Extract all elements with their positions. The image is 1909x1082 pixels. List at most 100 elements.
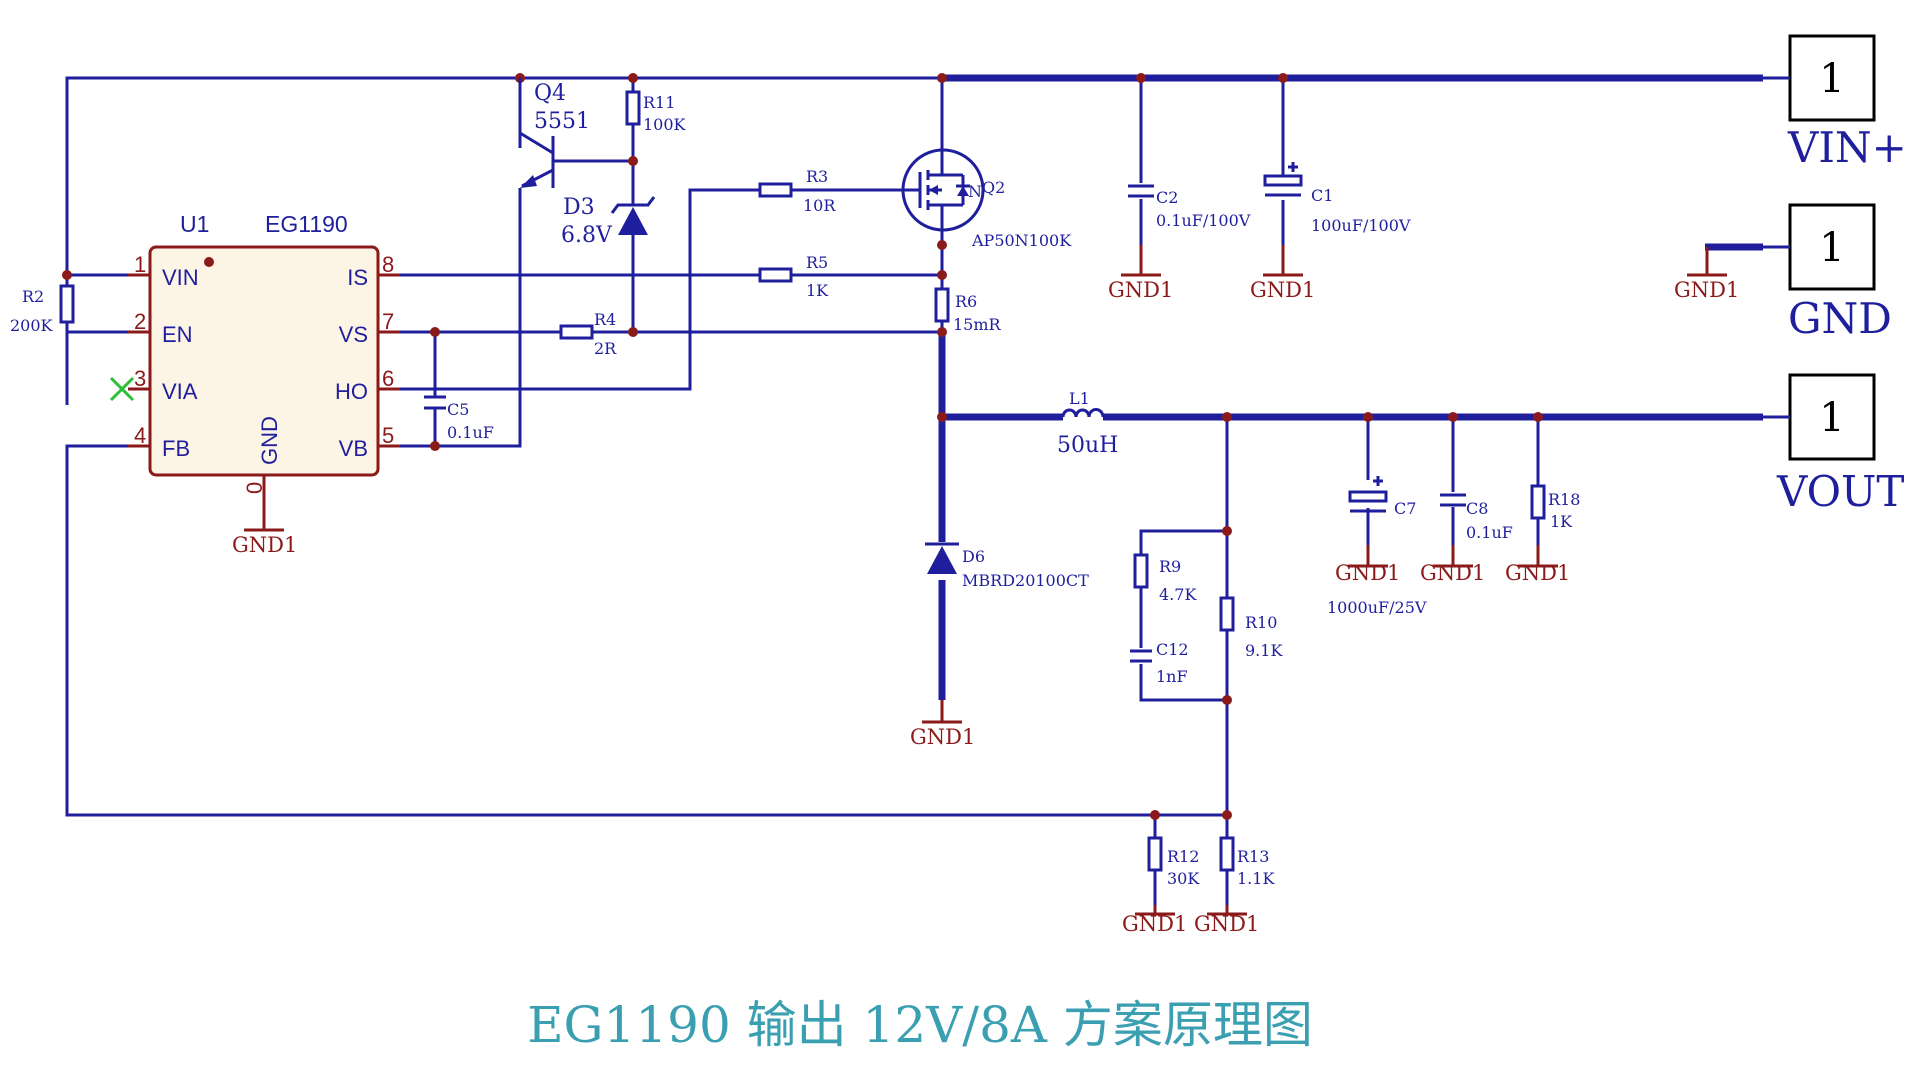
l1-ref: L1 <box>1069 389 1090 408</box>
pin-name: VIA <box>162 379 198 404</box>
pin-num: 2 <box>134 309 146 334</box>
c8-ref: C8 <box>1466 499 1488 518</box>
resistor-r10: R10 9.1K <box>1219 596 1283 660</box>
q2-ref: Q2 <box>982 178 1005 197</box>
mosfet-q2: N Q2 AP50N100K <box>901 148 1072 250</box>
port-pin: 1 <box>1819 225 1844 271</box>
ic-u1: U1 EG1190 1 2 3 4 VIN EN VIA FB 8 7 6 5 … <box>109 211 400 530</box>
capacitor-c12: C12 1nF <box>1130 640 1189 686</box>
pin1-marker <box>204 257 214 267</box>
capacitor-c8: C8 0.1uF <box>1440 493 1513 542</box>
port-name: VOUT <box>1776 467 1904 516</box>
c12-value: 1nF <box>1156 667 1188 686</box>
diagram-caption: EG1190 输出 12V/8A 方案原理图 <box>527 996 1313 1054</box>
resistor-r12: R12 30K <box>1147 836 1200 888</box>
ground-symbol: GND1 <box>1420 545 1485 585</box>
pin-name: VB <box>339 436 368 461</box>
c1-value: 100uF/100V <box>1311 216 1411 235</box>
pin-name: EN <box>162 322 193 347</box>
r11-value: 100K <box>643 115 687 134</box>
r10-value: 9.1K <box>1245 641 1283 660</box>
r4-ref: R4 <box>594 310 616 329</box>
ground-symbol: GND1 <box>1108 245 1173 302</box>
port-pin: 1 <box>1819 56 1844 102</box>
ground-symbol: GND1 <box>1122 905 1187 936</box>
ground-symbols: GND1 GND1 GND1 GND1 GND1 GND1 <box>232 245 1739 936</box>
resistor-r2: R2 200K <box>10 284 75 335</box>
r11-ref: R11 <box>643 93 675 112</box>
pin-num: 7 <box>382 309 394 334</box>
r9-ref: R9 <box>1159 557 1181 576</box>
port-vout: 1 VOUT <box>1776 373 1904 516</box>
r3-ref: R3 <box>806 167 828 186</box>
r12-value: 30K <box>1167 869 1200 888</box>
ground-symbol: GND1 <box>232 500 297 557</box>
ground-label: GND1 <box>232 533 297 557</box>
r3-value: 10R <box>803 196 836 215</box>
pin-num: 1 <box>134 252 146 277</box>
r12-ref: R12 <box>1167 847 1199 866</box>
junction-dots <box>62 73 1543 820</box>
diode-d6: D6 MBRD20100CT <box>925 542 1089 590</box>
c5-ref: C5 <box>447 400 469 419</box>
pin-num: 4 <box>134 423 146 448</box>
pin-num: 5 <box>382 423 394 448</box>
ground-label: GND1 <box>1108 278 1173 302</box>
r18-ref: R18 <box>1548 490 1580 509</box>
ground-label: GND1 <box>1122 912 1187 936</box>
pin-num: 6 <box>382 366 394 391</box>
capacitor-c1: C1 100uF/100V <box>1263 162 1411 235</box>
r5-ref: R5 <box>806 253 828 272</box>
r6-ref: R6 <box>955 292 977 311</box>
pin-num: 8 <box>382 252 394 277</box>
d6-ref: D6 <box>962 547 985 566</box>
ground-symbol: GND1 <box>1250 245 1315 302</box>
r2-ref: R2 <box>22 287 44 306</box>
ground-symbol: GND1 <box>1335 545 1400 585</box>
capacitor-c2: C2 0.1uF/100V <box>1128 184 1251 230</box>
r4-value: 2R <box>594 339 617 358</box>
r18-value: 1K <box>1550 512 1573 531</box>
ground-symbol: GND1 <box>1505 545 1570 585</box>
ground-symbol: GND1 <box>1674 247 1739 302</box>
inductor-l1: L1 50uH <box>1057 389 1118 458</box>
resistor-r6: R6 15mR <box>934 287 1002 334</box>
resistor-r13: R13 1.1K <box>1219 836 1275 888</box>
r13-ref: R13 <box>1237 847 1269 866</box>
r5-value: 1K <box>806 281 829 300</box>
ground-label: GND1 <box>910 725 975 749</box>
ground-label: GND1 <box>1335 561 1400 585</box>
pin-name: VS <box>339 322 368 347</box>
zener-d3: D3 6.8V <box>561 195 656 248</box>
resistor-r5: R5 1K <box>758 253 829 300</box>
pin-name: HO <box>335 379 368 404</box>
d6-value: MBRD20100CT <box>962 571 1089 590</box>
ic-gnd-pin: 0 <box>242 482 267 494</box>
ground-label: GND1 <box>1420 561 1485 585</box>
ground-label: GND1 <box>1250 278 1315 302</box>
resistor-r18: R18 1K <box>1530 484 1580 531</box>
c2-ref: C2 <box>1156 188 1178 207</box>
ic-ref: U1 <box>180 211 209 237</box>
no-connect-mark <box>109 376 135 402</box>
ic-gnd-label: GND <box>257 416 282 465</box>
port-gnd: 1 GND <box>1788 203 1892 343</box>
d3-ref: D3 <box>563 195 595 220</box>
ground-label: GND1 <box>1194 912 1259 936</box>
d3-value: 6.8V <box>561 223 613 248</box>
pin-name: FB <box>162 436 190 461</box>
pin-name: VIN <box>162 265 199 290</box>
capacitor-c5: C5 0.1uF <box>424 395 494 442</box>
r10-ref: R10 <box>1245 613 1277 632</box>
q4-value: 5551 <box>534 109 590 134</box>
port-vin: 1 VIN+ <box>1787 34 1907 172</box>
capacitor-c7: C7 1000uF/25V <box>1327 476 1427 617</box>
ic-part: EG1190 <box>265 211 348 237</box>
c8-value: 0.1uF <box>1466 523 1513 542</box>
c2-value: 0.1uF/100V <box>1156 211 1251 230</box>
c7-value: 1000uF/25V <box>1327 598 1427 617</box>
c12-ref: C12 <box>1156 640 1189 659</box>
ground-symbol: GND1 <box>1194 905 1259 936</box>
r13-value: 1.1K <box>1237 869 1275 888</box>
